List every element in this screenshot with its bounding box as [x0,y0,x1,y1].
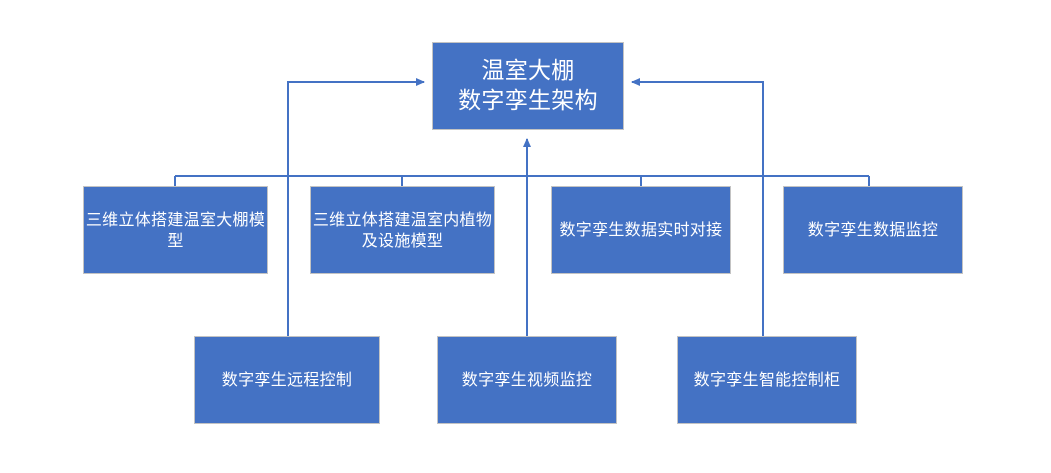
node-root[interactable]: 温室大棚 数字孪生架构 [432,42,624,130]
node-video-monitoring[interactable]: 数字孪生视频监控 [437,336,617,424]
node-realtime-data-docking[interactable]: 数字孪生数据实时对接 [551,186,731,274]
node-3d-greenhouse-model[interactable]: 三维立体搭建温室大棚模型 [83,186,268,274]
node-remote-control[interactable]: 数字孪生远程控制 [194,336,380,424]
node-smart-control-cabinet[interactable]: 数字孪生智能控制柜 [677,336,857,424]
node-data-monitoring[interactable]: 数字孪生数据监控 [783,186,963,274]
node-3d-plants-facilities-model[interactable]: 三维立体搭建温室内植物及设施模型 [310,186,495,274]
